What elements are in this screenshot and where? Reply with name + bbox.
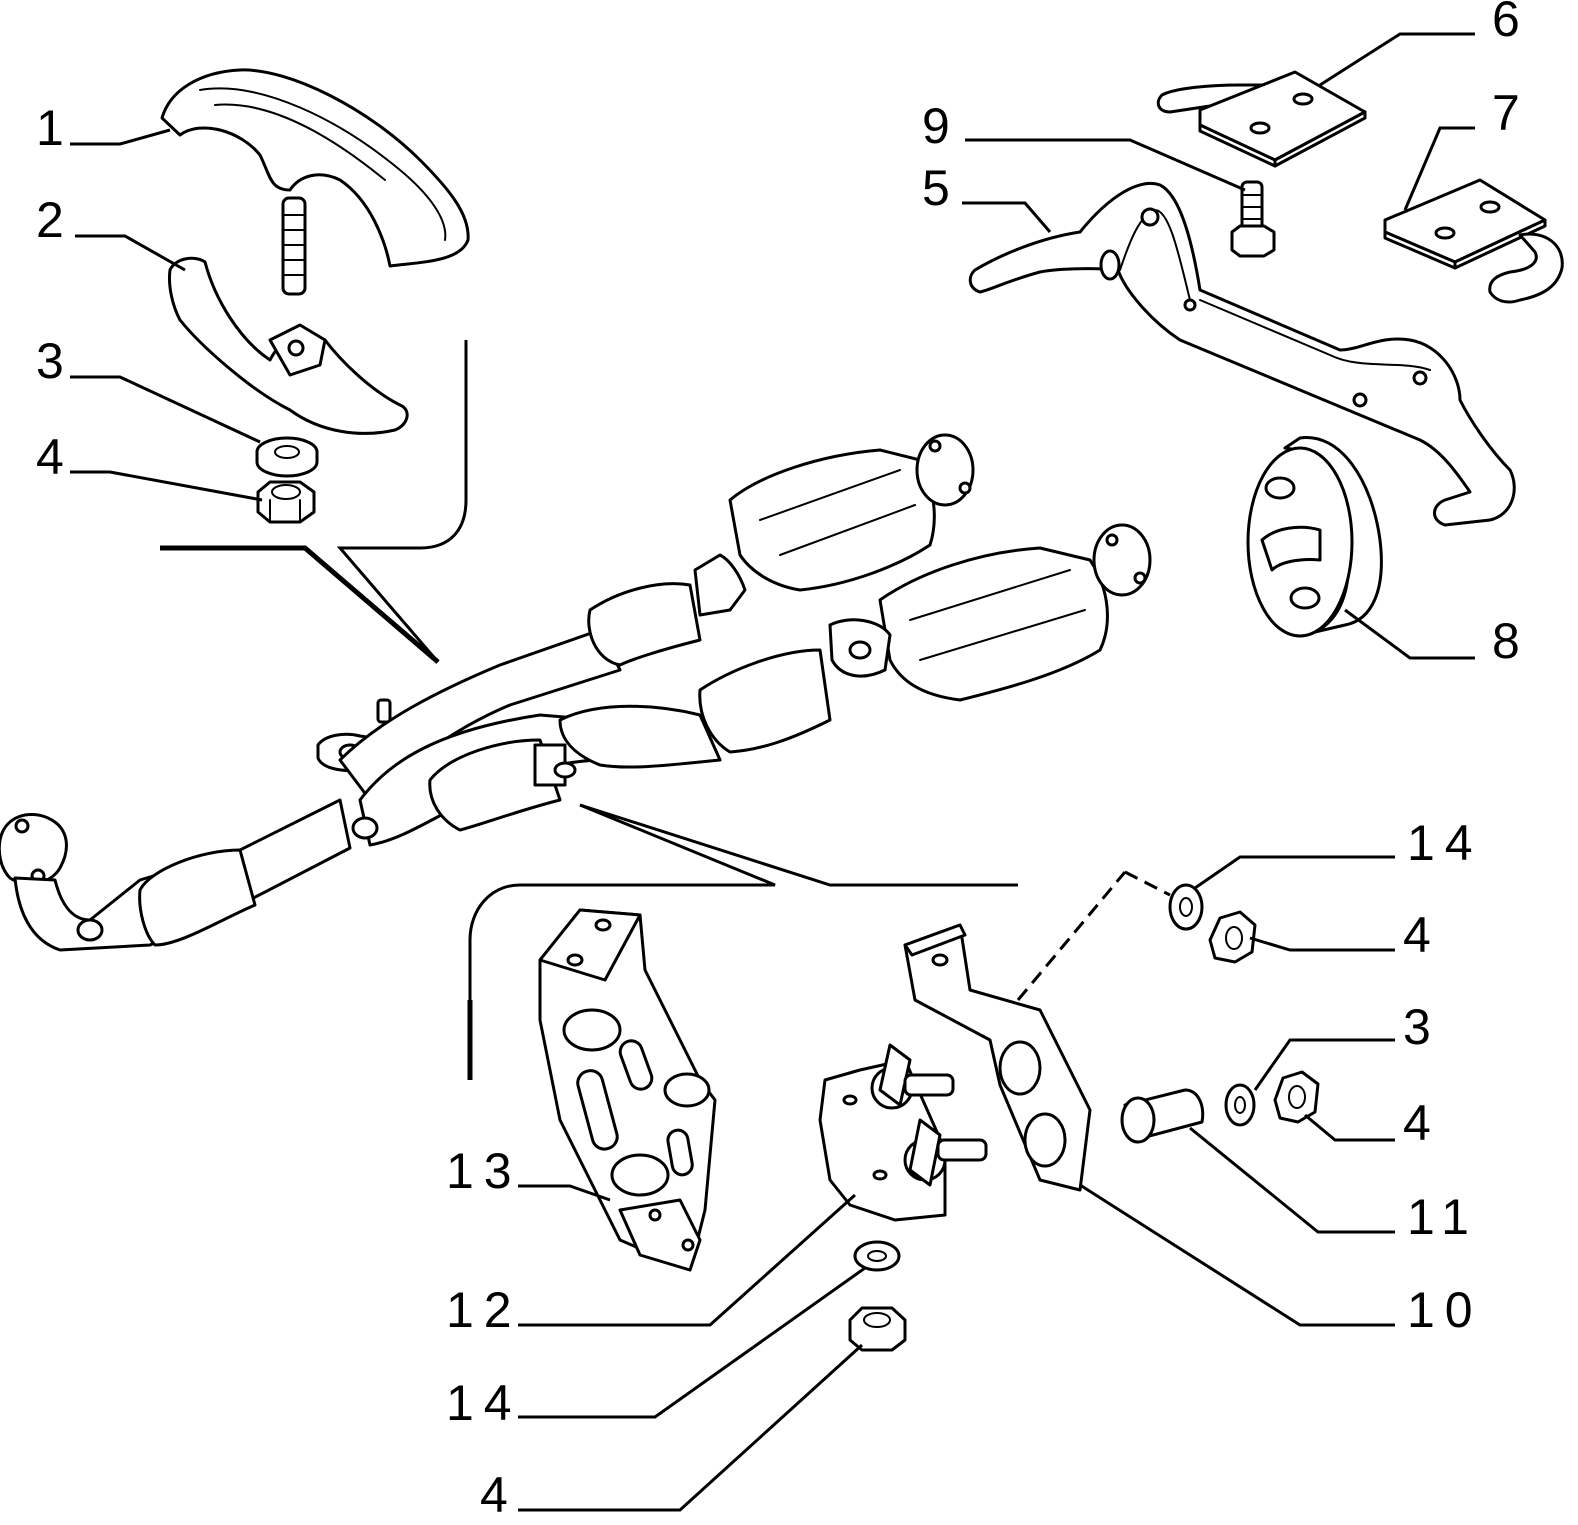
callout-10: 10	[1407, 1282, 1483, 1338]
part-bent-bracket	[903, 923, 1092, 1192]
callout-4-right-top: 4	[1403, 907, 1431, 963]
part-washer-top	[255, 436, 319, 478]
callout-3-right: 3	[1403, 999, 1431, 1055]
part-nut-4-bottom	[848, 1306, 907, 1352]
callout-5: 5	[922, 160, 950, 216]
callout-2: 2	[36, 192, 64, 248]
callout-14-bottom: 14	[446, 1375, 522, 1431]
part-washer-3-right	[1224, 1083, 1256, 1127]
callout-13: 13	[446, 1143, 522, 1199]
callout-7: 7	[1492, 85, 1520, 141]
part-bolt	[1230, 180, 1276, 258]
callout-12: 12	[446, 1282, 522, 1338]
part-nut-4-right-mid	[1273, 1070, 1320, 1124]
part-hanger-plate-7	[1383, 178, 1564, 304]
part-lower-clamp	[168, 256, 409, 435]
callout-4-right-mid: 4	[1403, 1095, 1431, 1151]
callout-4-bottom: 4	[480, 1467, 508, 1523]
part-stud-mount	[818, 1043, 988, 1222]
callout-8: 8	[1492, 613, 1520, 669]
part-hanger-bracket	[968, 182, 1516, 527]
callout-11: 11	[1407, 1189, 1479, 1245]
part-nut-4-right-top	[1208, 910, 1257, 964]
callout-9: 9	[922, 98, 950, 154]
part-washer-14-right	[1168, 883, 1204, 931]
callout-14-top: 14	[1407, 815, 1483, 871]
part-hanger-plate-6	[1156, 70, 1367, 168]
part-upper-clamp	[160, 68, 470, 296]
callout-labels: 1 2 3 4 5 6 7 8 9 10 11 12 13 14 14 4 3 …	[36, 0, 1520, 1523]
callout-3: 3	[36, 333, 64, 389]
group-connectors	[160, 340, 1171, 1080]
part-nut-top	[256, 480, 316, 524]
part-rubber-mount	[1246, 436, 1383, 638]
callout-6: 6	[1492, 0, 1520, 47]
part-washer-14-bottom	[853, 1240, 901, 1272]
part-support-bracket	[538, 908, 717, 1272]
exhaust-pipe-assembly	[0, 433, 1152, 952]
callout-4: 4	[36, 429, 64, 485]
callout-1: 1	[36, 100, 64, 156]
leader-lines	[70, 32, 1475, 1512]
part-sleeve	[1120, 1088, 1205, 1144]
